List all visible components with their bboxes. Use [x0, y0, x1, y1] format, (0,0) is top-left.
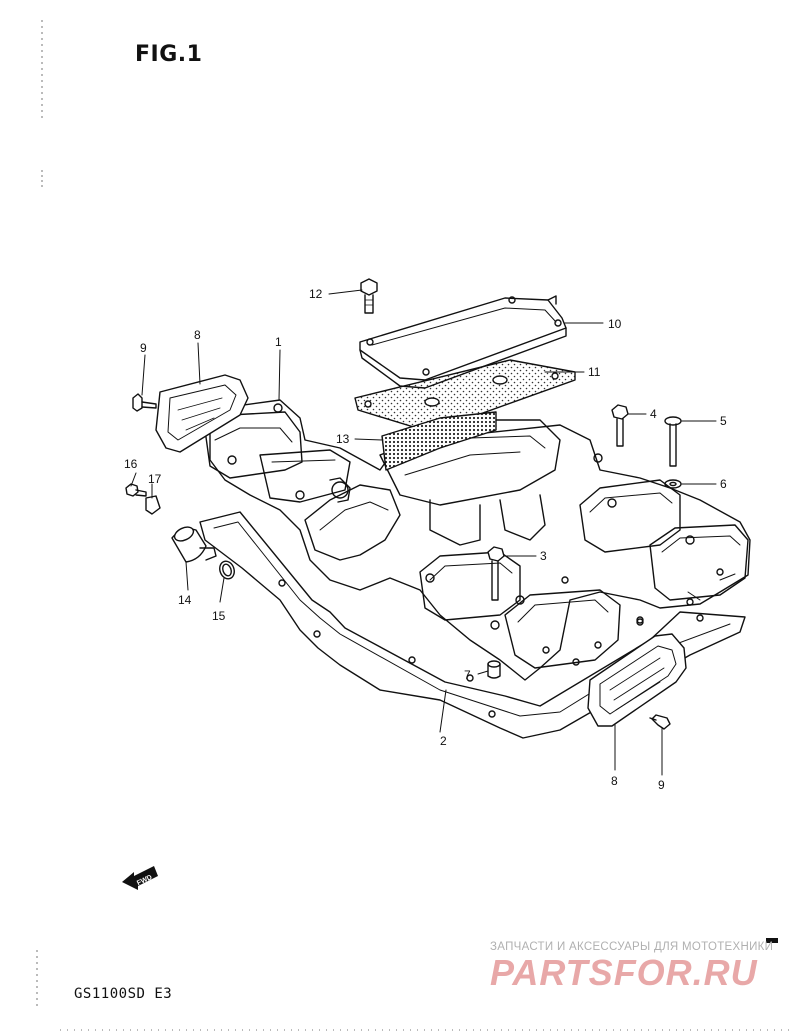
cover-bolt-4	[611, 404, 629, 447]
cover-bolt-5	[664, 416, 682, 467]
callout-1: 1	[275, 335, 282, 349]
figure-title: FIG.1	[135, 42, 203, 67]
callout-9-left: 9	[140, 341, 147, 355]
callout-5: 5	[720, 414, 727, 428]
dowel-pin	[487, 660, 501, 679]
o-ring	[219, 560, 235, 580]
callout-14: 14	[178, 593, 192, 607]
bolt-16	[125, 483, 147, 497]
callout-9-right: 9	[658, 778, 665, 792]
callout-4: 4	[650, 407, 657, 421]
callout-11: 11	[588, 365, 601, 379]
washer-6	[664, 479, 682, 489]
callout-15: 15	[212, 609, 226, 623]
callout-6: 6	[720, 477, 727, 491]
callout-12: 12	[309, 287, 323, 301]
callout-labels: 1 2 3 4 5 6 7 8 8 9 9 10 11 12 13 14 15 …	[124, 287, 727, 792]
cap-screw-left	[132, 393, 157, 412]
scan-margin-marks	[36, 20, 790, 1031]
forward-direction-arrow: FWD	[122, 866, 158, 890]
cam-end-cap-right	[587, 633, 687, 727]
watermark-mark	[766, 938, 778, 943]
head-cover-gasket	[199, 511, 746, 739]
watermark-brand: PARTSFOR.RU	[490, 952, 758, 993]
oil-filler-cap	[171, 526, 217, 563]
cover-bolt-3	[487, 546, 505, 601]
callout-7: 7	[464, 668, 471, 682]
watermark-subtitle: ЗАПЧАСТИ И АКСЕССУАРЫ ДЛЯ МОТОТЕХНИКИ	[490, 941, 774, 953]
model-code: GS1100SD E3	[74, 986, 173, 1002]
callout-8-left: 8	[194, 328, 201, 342]
washer-17	[145, 495, 161, 515]
callout-10: 10	[608, 317, 622, 331]
breather-cover-bolt	[360, 278, 378, 314]
breather-cover-gasket	[354, 359, 576, 433]
breather-mesh-element	[381, 411, 497, 471]
cam-end-cap-left	[155, 374, 249, 453]
callout-8-right: 8	[611, 774, 618, 788]
cap-screw-right	[649, 714, 671, 730]
callout-2: 2	[440, 734, 447, 748]
callout-3: 3	[540, 549, 547, 563]
callout-17: 17	[148, 472, 162, 486]
breather-cover	[359, 295, 567, 389]
callout-leader-lines	[130, 289, 717, 776]
callout-16: 16	[124, 457, 138, 471]
callout-13: 13	[336, 432, 350, 446]
